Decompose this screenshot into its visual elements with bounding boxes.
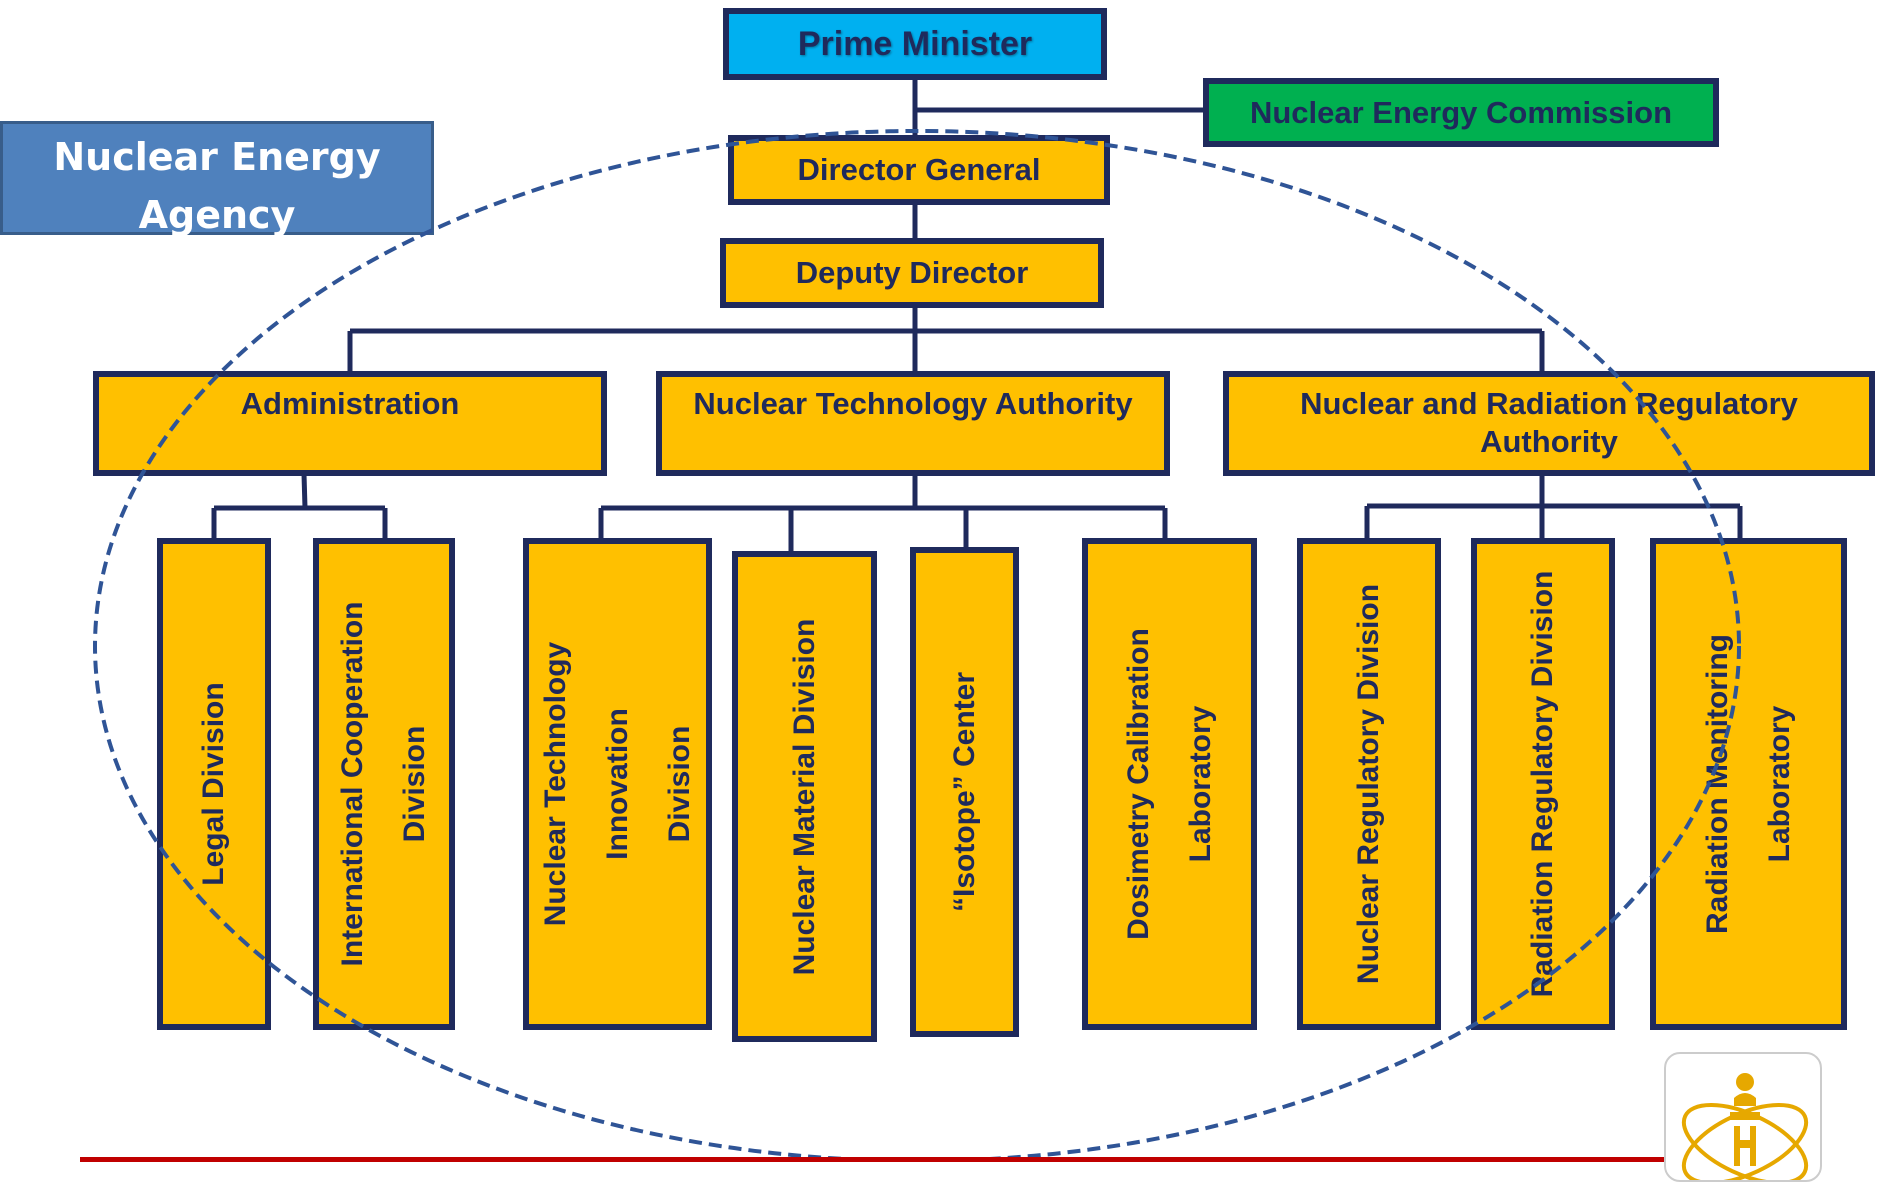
dosimetry-calibration-laboratory-box: Dosimetry Calibration Laboratory	[1082, 538, 1257, 1030]
regulatory-authority-box: Nuclear and Radiation Regulatory Authori…	[1223, 371, 1875, 476]
regulatory-authority-label: Nuclear and Radiation Regulatory Authori…	[1300, 386, 1798, 459]
nuclear-technology-authority-label: Nuclear Technology Authority	[693, 386, 1133, 421]
isotope-center-box: “Isotope” Center	[910, 547, 1019, 1037]
radiation-monitoring-laboratory-label: Radiation Monitoring Laboratory	[1700, 634, 1796, 934]
nuclear-energy-commission-label: Nuclear Energy Commission	[1249, 94, 1673, 130]
nuclear-technology-innovation-division-box: Nuclear Technology Innovation Division	[523, 538, 712, 1030]
legal-division-box: Legal Division	[157, 538, 271, 1030]
nuclear-technology-authority-box: Nuclear Technology Authority	[656, 371, 1170, 476]
administration-label: Administration	[240, 386, 460, 421]
radiation-monitoring-laboratory-box: Radiation Monitoring Laboratory	[1650, 538, 1847, 1030]
nuclear-regulatory-division-box: Nuclear Regulatory Division	[1297, 538, 1441, 1030]
nuclear-material-division-box: Nuclear Material Division	[732, 551, 877, 1042]
deputy-director-box: Deputy Director	[720, 238, 1104, 308]
prime-minister-label: Prime Minister	[797, 24, 1033, 63]
nuclear-energy-agency-label: Nuclear Energy Agency	[0, 121, 434, 237]
nuclear-regulatory-division-label: Nuclear Regulatory Division	[1352, 583, 1385, 985]
radiation-regulatory-division-box: Radiation Regulatory Division	[1471, 538, 1615, 1030]
deputy-director-label: Deputy Director	[795, 255, 1029, 290]
director-general-box: Director General	[728, 135, 1110, 205]
nuclear-material-division-label: Nuclear Material Division	[787, 618, 821, 975]
nuclear-energy-commission-box: Nuclear Energy Commission	[1203, 78, 1719, 147]
prime-minister-box: Prime Minister	[723, 8, 1107, 80]
radiation-regulatory-division-label: Radiation Regulatory Division	[1526, 570, 1559, 998]
footer-divider-line	[80, 1157, 1664, 1162]
nuclear-technology-innovation-division-label: Nuclear Technology Innovation Division	[538, 641, 696, 927]
administration-box: Administration	[93, 371, 607, 476]
international-cooperation-division-box: International Cooperation Division	[313, 538, 455, 1030]
legal-division-label: Legal Division	[197, 682, 230, 886]
isotope-center-label: “Isotope” Center	[947, 671, 981, 913]
dosimetry-calibration-laboratory-label: Dosimetry Calibration Laboratory	[1121, 628, 1217, 940]
director-general-label: Director General	[797, 152, 1041, 187]
state-emblem-icon	[1664, 1052, 1822, 1182]
international-cooperation-division-label: International Cooperation Division	[336, 601, 431, 967]
